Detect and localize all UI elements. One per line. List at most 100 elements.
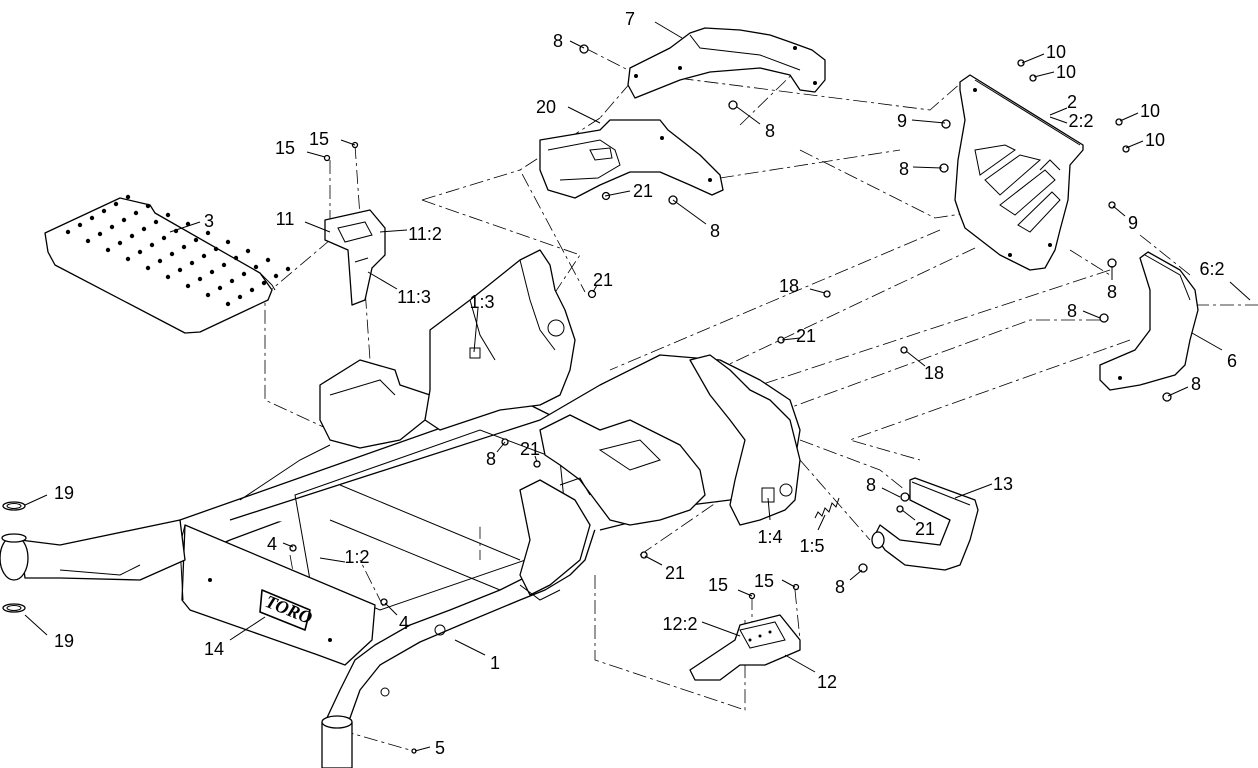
callout-leader-line	[1125, 140, 1144, 149]
callout-label: 3	[204, 211, 214, 231]
callout-c8d: 8	[899, 159, 943, 179]
callout-label: 13	[993, 474, 1013, 494]
callout-leader-line	[1021, 53, 1045, 64]
perforation-hole	[249, 287, 255, 293]
callout-c15a: 15	[275, 138, 326, 158]
callout-leader-line	[736, 106, 761, 125]
callout-leader-line	[809, 288, 826, 294]
perforation-hole	[205, 292, 211, 298]
callout-c8a: 8	[553, 31, 585, 51]
callout-leader-line	[781, 337, 801, 341]
callout-c10d: 10	[1125, 130, 1165, 150]
callout-label: 11:2	[408, 224, 442, 244]
callout-leader-line	[534, 455, 538, 463]
callout-label: 2:2	[1068, 111, 1093, 131]
callout-leader-line	[954, 483, 993, 499]
perforation-hole	[97, 231, 103, 237]
perforation-hole	[65, 229, 71, 235]
callout-leader-line	[912, 166, 943, 169]
callout-label: 8	[1067, 301, 1077, 321]
callout-label: 10	[1140, 101, 1160, 121]
callout-c8e: 8	[1107, 266, 1117, 302]
callout-c21e: 21	[644, 555, 685, 583]
callout-label: 1:3	[469, 292, 494, 312]
callout-leader-line	[24, 494, 48, 506]
callout-leader-line	[672, 199, 707, 225]
callout-label: 8	[486, 449, 496, 469]
main-frame-part-1	[174, 249, 801, 723]
callout-leader-line	[454, 639, 486, 656]
callout-leader-line	[379, 229, 408, 233]
callout-label: 10	[1056, 62, 1076, 82]
callout-leader-line	[569, 40, 585, 49]
perforation-hole	[253, 264, 259, 270]
callout-c13a: 1:3	[469, 292, 495, 353]
perforation-hole	[77, 222, 83, 228]
callout-leader-line	[881, 487, 901, 498]
callout-leader-line	[781, 579, 796, 588]
bushing-part-19-bottom	[2, 603, 26, 613]
callout-label: 21	[520, 439, 540, 459]
perforation-hole	[193, 237, 199, 243]
perforation-hole	[273, 273, 279, 279]
callout-c113: 11:3	[367, 271, 431, 307]
callout-label: 19	[54, 631, 74, 651]
plate-part-12	[689, 614, 801, 681]
callout-leader-line	[737, 589, 753, 597]
callout-c8f: 8	[1067, 301, 1101, 321]
callout-c3: 3	[169, 211, 214, 233]
callout-c2: 2	[1049, 92, 1077, 116]
perforation-hole	[109, 224, 115, 230]
perforation-hole	[181, 244, 187, 250]
perforation-hole	[145, 203, 151, 209]
callout-label: 19	[54, 483, 74, 503]
callout-leader-line	[901, 509, 916, 521]
callout-leader-line	[644, 555, 663, 566]
callout-c122: 12:2	[662, 614, 741, 637]
perforation-holes	[65, 194, 291, 307]
callout-leader-line	[1191, 332, 1223, 351]
perforation-hole	[233, 255, 239, 261]
callout-c15c: 1:5	[799, 514, 826, 556]
callout-label: 8	[553, 31, 563, 51]
bracket-part-13	[871, 477, 979, 571]
callout-leader-line	[473, 307, 479, 353]
callout-c19a: 19	[24, 483, 74, 506]
callout-label: 14	[204, 639, 224, 659]
callout-label: 4	[399, 613, 409, 633]
perforation-hole	[245, 248, 251, 254]
callout-label: 2	[1067, 92, 1077, 112]
perforation-hole	[141, 226, 147, 232]
front-plate-part-14: TORO	[179, 524, 376, 666]
perforation-hole	[161, 235, 167, 241]
callout-label: 1:5	[799, 536, 824, 556]
callout-leader-line	[229, 616, 266, 641]
callout-label: 12	[817, 672, 837, 692]
callout-label: 8	[866, 475, 876, 495]
callout-leader-line	[24, 614, 48, 636]
perforation-hole	[185, 283, 191, 289]
callout-label: 4	[267, 534, 277, 554]
callout-c14b: 1:4	[757, 497, 783, 547]
callout-label: 9	[1128, 213, 1138, 233]
callout-c13: 13	[954, 474, 1013, 499]
perforation-hole	[225, 301, 231, 307]
spring-part-1-5	[814, 497, 840, 519]
perforation-hole	[89, 215, 95, 221]
perforation-hole	[197, 276, 203, 282]
callout-label: 15	[754, 571, 774, 591]
bracket-part-20	[539, 119, 724, 199]
callout-leader-line	[1049, 116, 1068, 124]
callout-c8h: 8	[486, 441, 506, 469]
callout-label: 21	[593, 270, 613, 290]
callout-c21f: 21	[901, 509, 935, 539]
callout-c22: 2:2	[1049, 111, 1094, 131]
perforation-hole	[169, 251, 175, 257]
callout-leader-line	[1033, 71, 1055, 78]
callout-label: 8	[899, 159, 909, 179]
perforation-hole	[205, 230, 211, 236]
callout-label: 15	[708, 575, 728, 595]
callout-c7: 7	[625, 9, 683, 39]
perforation-hole	[185, 221, 191, 227]
perforation-hole	[217, 285, 223, 291]
